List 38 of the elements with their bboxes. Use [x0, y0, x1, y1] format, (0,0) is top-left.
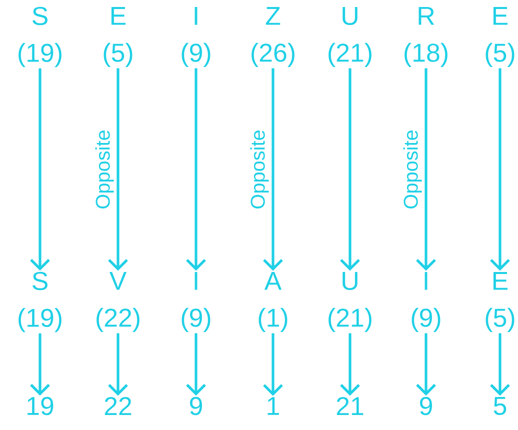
- letter-value: V (22): [96, 272, 140, 332]
- arrow: [263, 68, 283, 271]
- letter-value: I (9): [412, 272, 440, 332]
- letter-value: I (9): [182, 272, 210, 332]
- arrow: [490, 333, 510, 396]
- letter-value: 22: [104, 396, 132, 416]
- letter-value: 21: [336, 396, 364, 416]
- arrow: [340, 68, 360, 271]
- letter-value: 1: [268, 397, 279, 415]
- letter-value: E (5): [486, 6, 514, 68]
- letter-value: U (21): [328, 6, 372, 68]
- letter-value: 9: [190, 396, 202, 416]
- arrow: [416, 68, 436, 271]
- arrow: [186, 333, 206, 396]
- letter-value: 5: [494, 396, 506, 416]
- letter-value: R (18): [404, 6, 448, 68]
- edge-label: Opposite: [95, 130, 114, 208]
- arrow: [108, 333, 128, 396]
- arrow: [340, 333, 360, 396]
- arrow: [108, 68, 128, 271]
- letter-value: E (5): [104, 6, 132, 68]
- arrow: [30, 333, 50, 396]
- arrow: [490, 68, 510, 271]
- letter-value: I (9): [182, 6, 210, 68]
- edge-label: Opposite: [403, 130, 422, 208]
- letter-value: Z (26): [252, 6, 294, 68]
- arrow: [416, 333, 436, 396]
- arrow: [30, 68, 50, 271]
- edge-label: Opposite: [250, 130, 269, 208]
- letter-value: 19: [28, 396, 54, 416]
- letter-value: S (19): [18, 272, 62, 332]
- arrow: [186, 68, 206, 271]
- letter-value: A (1): [258, 272, 288, 332]
- letter-value: U (21): [328, 272, 372, 332]
- letter-value: S (19): [18, 6, 62, 68]
- letter-value: E (5): [486, 272, 514, 332]
- arrow: [263, 333, 283, 396]
- letter-value: 9: [420, 396, 432, 416]
